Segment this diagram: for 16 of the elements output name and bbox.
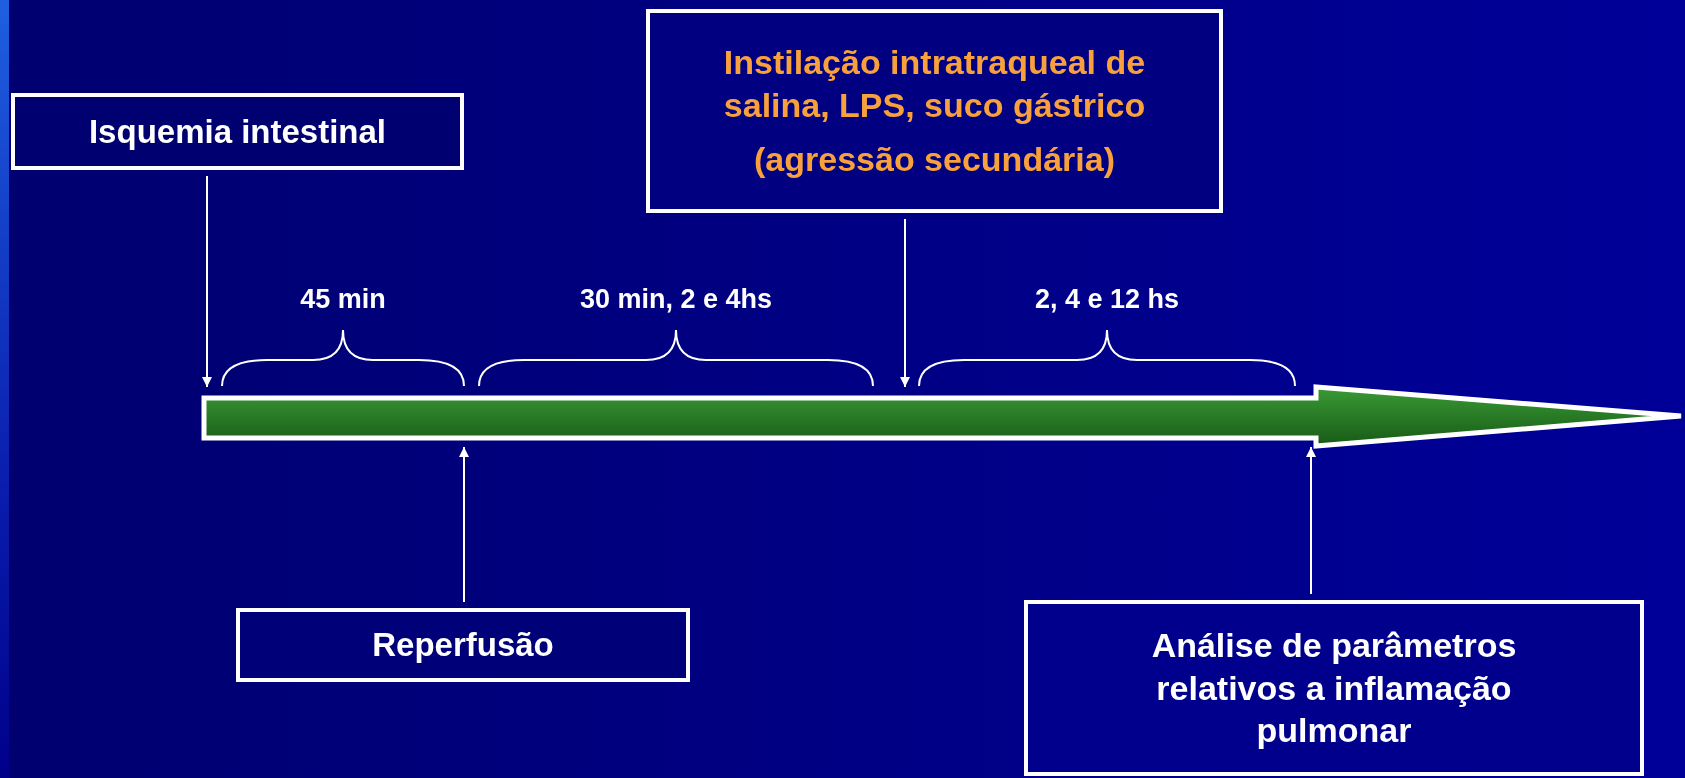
box-text: Reperfusão: [372, 625, 554, 666]
arrow: [459, 446, 469, 603]
duration-label: 45 min: [300, 284, 386, 315]
arrow: [1306, 446, 1316, 595]
event-box: [236, 608, 690, 682]
box-text: Isquemia intestinal: [88, 111, 387, 152]
duration-label: 30 min, 2 e 4hs: [579, 284, 773, 315]
box-text: Análise de parâmetros relativos a inflamação pulmonar: [1150, 625, 1518, 752]
event-box: [11, 93, 464, 170]
box-text: Instilação intratraqueal de salina, LPS, suco gástrico: [722, 42, 1147, 126]
arrow: [900, 218, 910, 388]
box-text: (agressão secundária): [754, 139, 1115, 181]
duration-label: 2, 4 e 12 hs: [1034, 284, 1180, 315]
arrow: [202, 175, 212, 388]
event-box: [1024, 600, 1644, 776]
event-box: [646, 9, 1223, 213]
